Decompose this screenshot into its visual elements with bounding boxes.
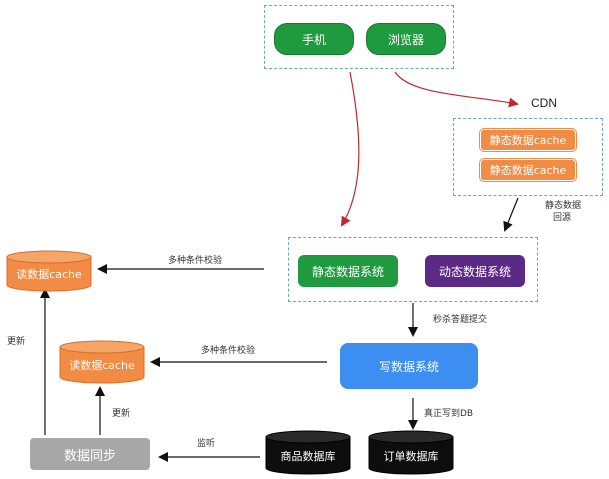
cdn-cache-2: 静态数据cache (480, 159, 576, 181)
dynamic-data-system: 动态数据系统 (425, 255, 525, 287)
data-sync-node: 数据同步 (30, 438, 150, 470)
real-write-label: 真正写到DB (424, 409, 474, 419)
order-db: 订单数据库 (368, 430, 454, 475)
check-label-mid: 多种条件校验 (201, 346, 256, 356)
seckill-submit-label: 秒杀答题提交 (433, 315, 488, 325)
arrow-cdn-origin (503, 197, 519, 232)
static-data-system: 静态数据系统 (298, 255, 398, 287)
listen-label: 监听 (197, 439, 216, 449)
arrow-mobile-to-static (340, 71, 360, 227)
cylinder-shape (265, 430, 351, 475)
origin-label-1: 静态数据 (545, 201, 582, 211)
systems-group (288, 237, 538, 302)
cylinder-shape (368, 430, 454, 475)
read-cache-top-label: 读数据cache (16, 268, 82, 281)
write-data-system: 写数据系统 (340, 343, 478, 389)
cylinder-shape (59, 340, 145, 384)
read-cache-top: 读数据cache (6, 250, 92, 292)
mobile-node: 手机 (274, 23, 354, 55)
order-db-label: 订单数据库 (383, 450, 439, 463)
origin-label-2: 回源 (553, 213, 572, 223)
read-cache-mid: 读数据cache (59, 340, 145, 384)
cylinder-shape (6, 250, 92, 292)
arrow-browser-to-cdn (394, 71, 519, 108)
read-cache-mid-label: 读数据cache (69, 359, 135, 372)
check-label-top: 多种条件校验 (168, 256, 223, 266)
cdn-label: CDN (531, 96, 557, 110)
goods-db: 商品数据库 (265, 430, 351, 475)
clients-group (264, 5, 454, 69)
update-label-mid: 更新 (112, 409, 131, 419)
update-label-left: 更新 (7, 337, 26, 347)
cdn-cache-1: 静态数据cache (480, 129, 576, 151)
browser-node: 浏览器 (366, 23, 446, 55)
cdn-group (453, 118, 603, 196)
goods-db-label: 商品数据库 (280, 450, 336, 463)
